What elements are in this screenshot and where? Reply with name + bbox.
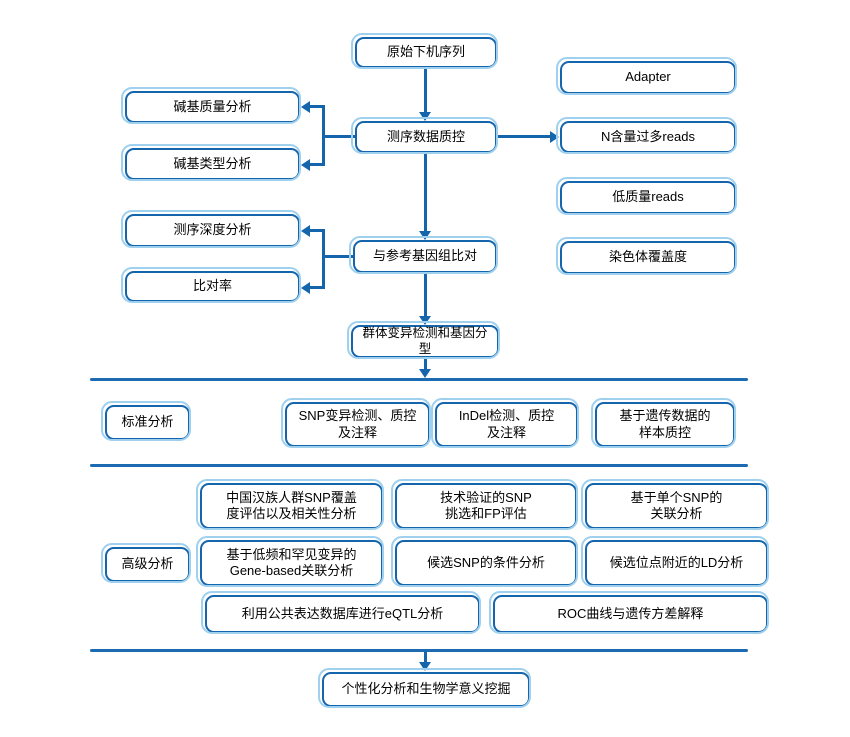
node-roc-variance-label: ROC曲线与遗传方差解释 xyxy=(557,605,704,621)
arrow-qc-to-nreads-line xyxy=(497,135,551,138)
arrow-section-to-final-head xyxy=(419,662,431,671)
node-n-reads-label: N含量过多reads xyxy=(601,128,695,144)
node-han-snp-coverage-label: 中国汉族人群SNP覆盖 度评估以及相关性分析 xyxy=(226,489,357,521)
arrow-section-to-final-line xyxy=(424,651,427,664)
node-base-type: 碱基类型分析 xyxy=(121,144,301,181)
label-standard-analysis-text: 标准分析 xyxy=(121,414,174,430)
arrow-qc-to-align-line xyxy=(424,153,427,233)
node-mapping-rate-label: 比对率 xyxy=(192,278,232,294)
node-chromosome-coverage: 染色体覆盖度 xyxy=(556,237,737,275)
node-snp-detection: SNP变异检测、质控 及注释 xyxy=(281,398,431,448)
node-base-quality-label: 碱基质量分析 xyxy=(173,98,252,114)
node-base-quality: 碱基质量分析 xyxy=(121,87,301,124)
node-eqtl-analysis-label: 利用公共表达数据库进行eQTL分析 xyxy=(241,605,444,621)
node-validated-snp-fp: 技术验证的SNP 挑选和FP评估 xyxy=(391,479,578,530)
arrow-align-to-variant-head xyxy=(419,316,431,325)
node-indel-detection: InDel检测、质控 及注释 xyxy=(431,398,579,448)
node-eqtl-analysis: 利用公共表达数据库进行eQTL分析 xyxy=(201,591,481,634)
node-roc-variance: ROC曲线与遗传方差解释 xyxy=(489,591,769,634)
node-ld-analysis-label: 候选位点附近的LD分析 xyxy=(609,554,744,570)
arrow-variant-to-section-head xyxy=(419,369,431,378)
arrow-qc-to-basequality-line xyxy=(310,105,324,108)
node-sequencing-depth-label: 测序深度分析 xyxy=(173,222,252,238)
node-adapter: Adapter xyxy=(556,57,737,95)
node-align-reference: 与参考基因组比对 xyxy=(349,236,498,274)
node-snp-detection-label: SNP变异检测、质控 及注释 xyxy=(298,408,417,440)
node-genetic-sample-qc-label: 基于遗传数据的 样本质控 xyxy=(619,408,711,440)
arrow-qc-to-nreads-head xyxy=(550,131,559,143)
node-indel-detection-label: InDel检测、质控 及注释 xyxy=(458,408,555,440)
node-raw-sequence: 原始下机序列 xyxy=(351,33,498,69)
label-standard-analysis: 标准分析 xyxy=(101,401,191,441)
node-raw-sequence-label: 原始下机序列 xyxy=(386,44,465,60)
arrow-qc-to-basequality-head xyxy=(301,101,310,113)
node-personalized-analysis: 个性化分析和生物学意义挖掘 xyxy=(318,668,531,708)
node-chromosome-coverage-label: 染色体覆盖度 xyxy=(608,249,687,265)
arrow-align-to-variant-line xyxy=(424,273,427,318)
align-bracket-vertical xyxy=(322,229,325,289)
arrow-qc-to-basetype-line xyxy=(310,163,324,166)
node-low-quality-reads-label: 低质量reads xyxy=(612,189,684,205)
node-sequencing-depth: 测序深度分析 xyxy=(121,210,301,248)
node-data-qc-label: 测序数据质控 xyxy=(386,128,465,144)
arrow-qc-to-basetype-head xyxy=(301,159,310,171)
node-mapping-rate: 比对率 xyxy=(121,267,301,303)
node-variant-genotype-label: 群体变异检测和基因分型 xyxy=(362,325,488,356)
node-validated-snp-fp-label: 技术验证的SNP 挑选和FP评估 xyxy=(440,489,532,521)
node-n-reads: N含量过多reads xyxy=(556,117,737,154)
label-advanced-analysis: 高级分析 xyxy=(101,543,191,583)
node-gene-based-association: 基于低频和罕见变异的 Gene-based关联分析 xyxy=(196,536,384,587)
section-divider-2 xyxy=(90,464,748,467)
node-candidate-snp-conditional: 候选SNP的条件分析 xyxy=(391,536,578,587)
node-data-qc: 测序数据质控 xyxy=(351,117,498,154)
label-advanced-analysis-text: 高级分析 xyxy=(121,556,174,572)
node-personalized-analysis-label: 个性化分析和生物学意义挖掘 xyxy=(341,681,511,697)
node-single-snp-association-label: 基于单个SNP的 关联分析 xyxy=(630,489,723,521)
arrow-align-to-maprate-line xyxy=(310,286,324,289)
qc-bracket-vertical xyxy=(322,105,325,166)
arrow-align-to-maprate-head xyxy=(301,282,310,294)
node-gene-based-association-label: 基于低频和罕见变异的 Gene-based关联分析 xyxy=(226,546,357,578)
arrow-align-to-depth-head xyxy=(301,225,310,237)
arrow-raw-to-qc-head xyxy=(419,112,431,121)
node-han-snp-coverage: 中国汉族人群SNP覆盖 度评估以及相关性分析 xyxy=(196,479,384,530)
node-adapter-label: Adapter xyxy=(625,69,671,85)
arrow-qc-to-align-head xyxy=(419,231,431,240)
node-single-snp-association: 基于单个SNP的 关联分析 xyxy=(581,479,769,530)
arrow-raw-to-qc-line xyxy=(424,68,427,114)
node-variant-genotype: 群体变异检测和基因分型 xyxy=(347,321,500,359)
node-low-quality-reads: 低质量reads xyxy=(556,177,737,215)
node-align-reference-label: 与参考基因组比对 xyxy=(372,248,477,264)
section-divider-3 xyxy=(90,649,748,652)
node-candidate-snp-conditional-label: 候选SNP的条件分析 xyxy=(427,554,545,570)
align-bracket-stub xyxy=(325,255,354,258)
node-genetic-sample-qc: 基于遗传数据的 样本质控 xyxy=(591,398,736,448)
qc-bracket-stub xyxy=(325,135,356,138)
arrow-align-to-depth-line xyxy=(310,229,324,232)
arrow-variant-to-section-line xyxy=(424,358,427,371)
section-divider-1 xyxy=(90,378,748,381)
node-ld-analysis: 候选位点附近的LD分析 xyxy=(581,536,769,587)
node-base-type-label: 碱基类型分析 xyxy=(173,155,252,171)
